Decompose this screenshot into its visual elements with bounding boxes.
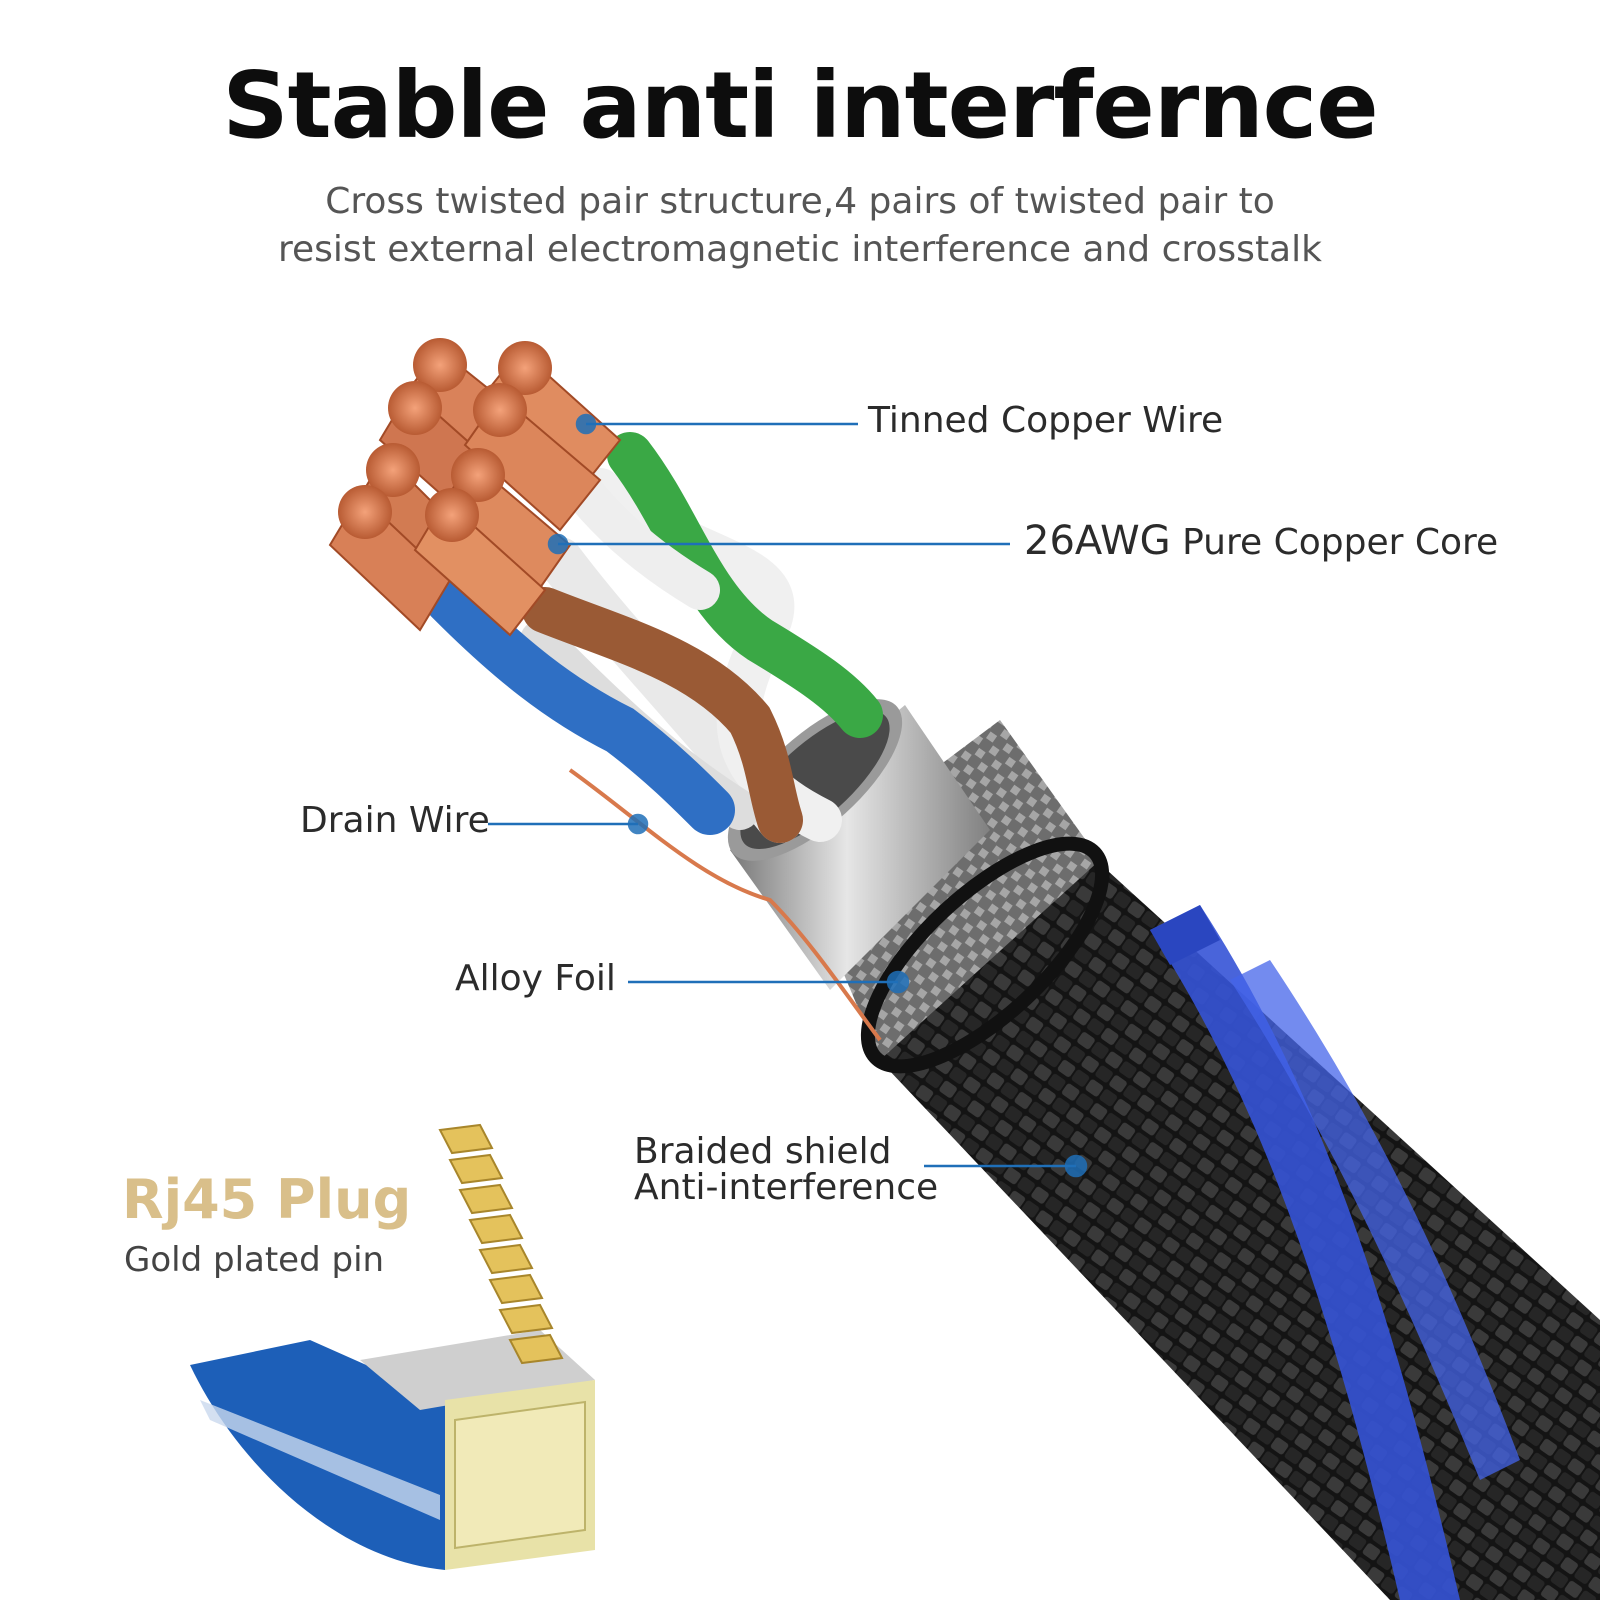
rj45-plug-illustration <box>190 1123 595 1570</box>
label-braided-shield: Braided shield Anti-interference <box>634 1134 938 1206</box>
rj45-plug-title: Rj45 Plug <box>122 1168 412 1231</box>
copper-ends <box>338 338 552 542</box>
subtitle-line-2: resist external electromagnetic interfer… <box>278 229 1322 270</box>
subtitle: Cross twisted pair structure,4 pairs of … <box>0 178 1600 274</box>
twisted-pairs <box>425 432 883 843</box>
label-braided-line-1: Braided shield <box>634 1131 892 1172</box>
callout-lines <box>488 413 1088 1178</box>
page-title: Stable anti interfernce <box>222 52 1378 159</box>
braided-jacket <box>870 850 1600 1600</box>
label-pure-copper-core: 26AWG Pure Copper Core <box>1024 518 1498 564</box>
label-drain-wire: Drain Wire <box>300 800 490 841</box>
label-tinned-copper-wire: Tinned Copper Wire <box>868 400 1224 441</box>
subtitle-line-1: Cross twisted pair structure,4 pairs of … <box>325 181 1275 222</box>
label-braided-line-2: Anti-interference <box>634 1167 939 1208</box>
label-alloy-foil: Alloy Foil <box>455 958 616 999</box>
label-core-gauge: 26AWG <box>1024 518 1171 564</box>
label-core-desc: Pure Copper Core <box>1182 522 1499 563</box>
drain-wire <box>568 768 882 1042</box>
rj45-plug-subtitle: Gold plated pin <box>124 1240 385 1280</box>
metal-braid-shield <box>800 720 1110 1074</box>
